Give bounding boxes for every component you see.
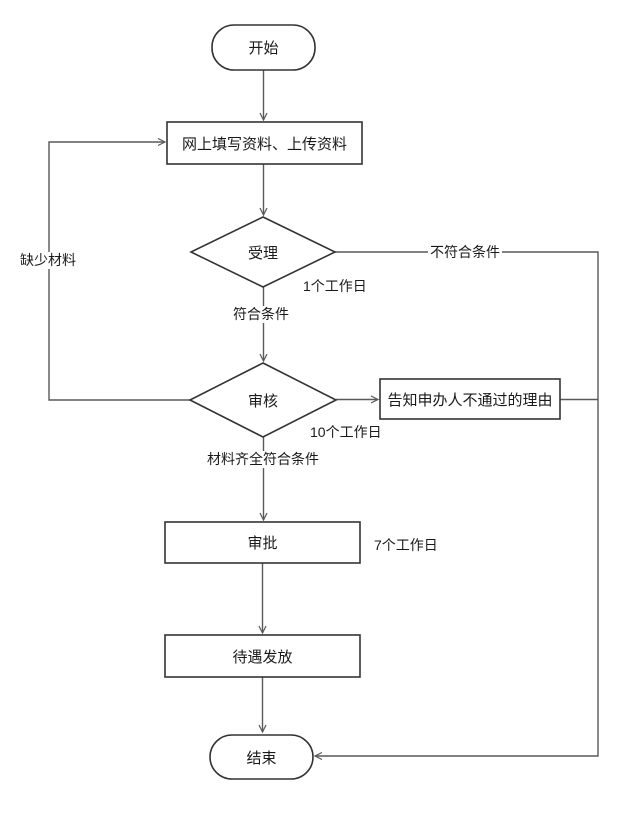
- edge-accept-reject-to-end: [315, 251, 599, 756]
- notify-process-shape: [379, 378, 561, 420]
- benefit-process-shape: [164, 634, 361, 678]
- start-terminator-shape: [211, 24, 316, 71]
- fill-process-shape: [166, 121, 363, 165]
- review-decision-shape: [188, 362, 338, 438]
- approve-process-shape: [164, 521, 361, 564]
- edge-review-feedback-to-fill: [48, 142, 190, 401]
- end-terminator-shape: [209, 734, 314, 780]
- node-shapes: [164, 24, 561, 780]
- accept-decision-shape: [189, 216, 337, 288]
